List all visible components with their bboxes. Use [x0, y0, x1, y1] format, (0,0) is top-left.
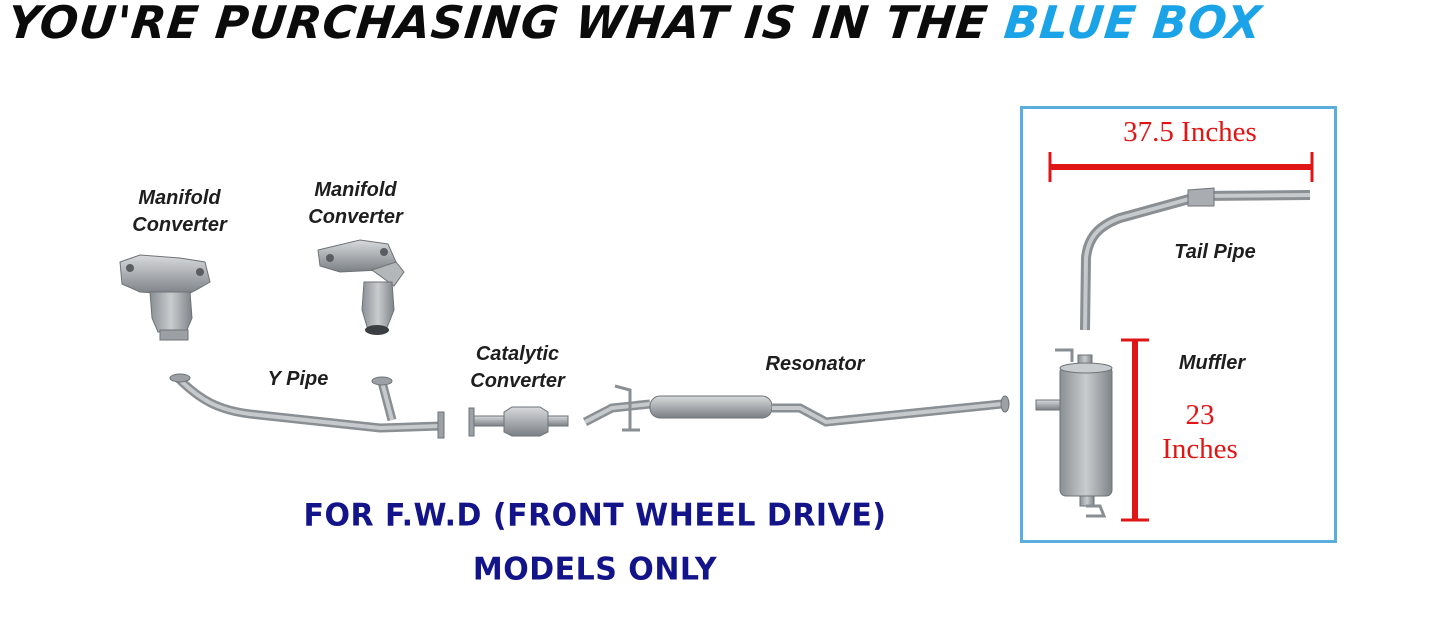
blue-box [1020, 106, 1337, 543]
label-muffler: Muffler [1178, 352, 1246, 374]
label-line: Catalytic [475, 343, 560, 365]
width-dimension [1048, 152, 1314, 182]
y-pipe [169, 373, 445, 439]
label-line: Converter [308, 206, 403, 228]
width-dimension-label: 37.5 Inches [1123, 116, 1257, 148]
label-catalytic-converter: Catalytic Converter [450, 341, 585, 395]
label-line: Manifold [138, 187, 221, 209]
footer-line-1: FOR F.W.D (FRONT WHEEL DRIVE) [303, 497, 887, 534]
height-dimension [1121, 338, 1149, 522]
label-tail-pipe: Tail Pipe [1174, 241, 1256, 263]
label-line: Converter [132, 214, 227, 236]
manifold-converter-right [317, 239, 405, 335]
resonator [582, 384, 1010, 432]
label-line: Manifold [314, 179, 397, 201]
tail-pipe [1080, 187, 1311, 331]
label-manifold-converter-right: Manifold Converter [288, 177, 423, 231]
manifold-converter-left [119, 254, 211, 341]
footer-line-2: MODELS ONLY [472, 551, 718, 588]
height-dimension-label: 23 Inches [1150, 398, 1250, 466]
muffler [1035, 348, 1113, 518]
height-unit: Inches [1162, 433, 1238, 465]
label-line: Converter [470, 370, 565, 392]
label-resonator: Resonator [765, 353, 865, 375]
label-manifold-converter-left: Manifold Converter [112, 185, 247, 239]
label-y-pipe: Y Pipe [267, 368, 329, 390]
catalytic-converter [468, 406, 569, 437]
height-number: 23 [1185, 399, 1215, 431]
